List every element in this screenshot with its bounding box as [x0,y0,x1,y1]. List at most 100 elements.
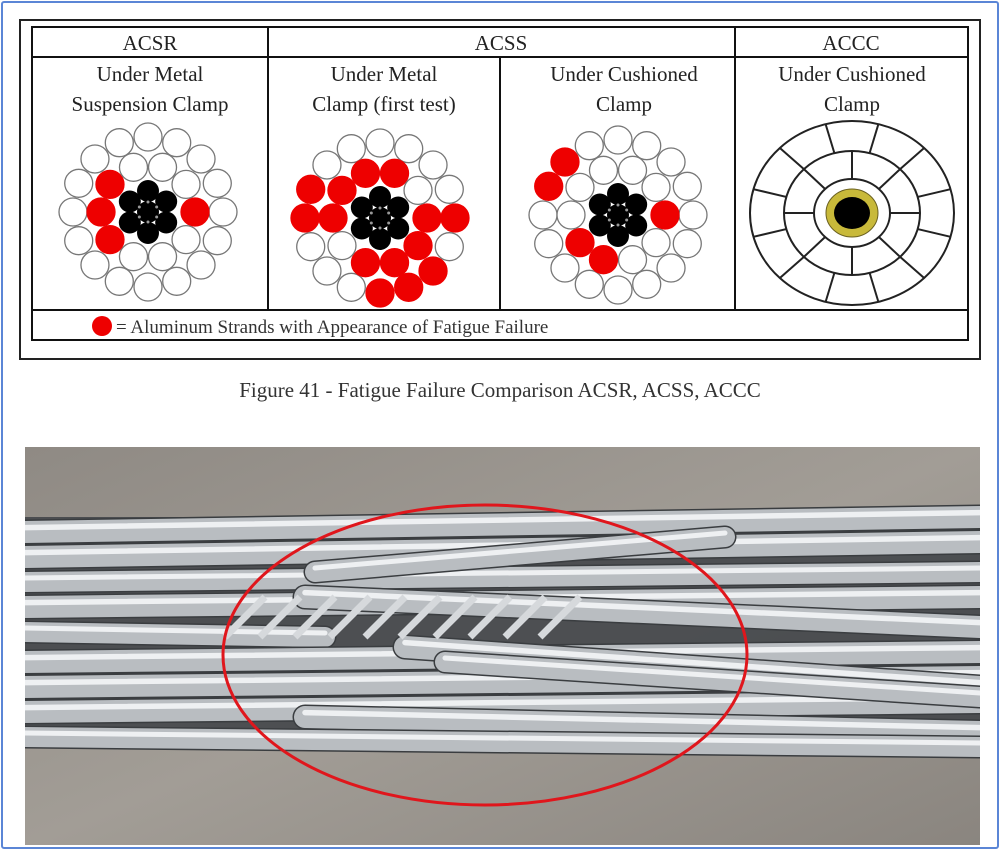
inner-helical-strand [432,594,478,640]
aluminum-strand [617,245,648,275]
inner-helical-strand [537,594,583,640]
steel-core-strand [607,225,629,247]
aluminum-strand [336,272,366,302]
aluminum-strand [312,150,342,180]
panel-acss-metal-title-1: Under Metal [331,62,438,86]
core-gap-dot [137,205,141,209]
trapezoidal-strand-divider [868,123,880,154]
failed-aluminum-strand [318,203,348,233]
aluminum-strand [64,168,94,198]
core-gap-dot [155,205,159,209]
aluminum-strand [678,200,708,230]
trapezoidal-strand-divider [779,147,805,170]
aluminum-strand [118,152,149,182]
aluminum-strand [556,200,586,230]
aluminum-strand [186,250,216,280]
steel-core-strand [137,201,159,223]
aluminum-strand [588,155,619,185]
inner-helical-strand [257,594,303,640]
steel-core-strand [350,217,373,240]
failed-aluminum-strand [418,256,448,286]
header-accc: ACCC [822,31,879,55]
failed-aluminum-strand [412,203,442,233]
panel-acss-metal-title-2: Clamp (first test) [312,92,455,116]
trapezoidal-strand-divider [868,272,880,303]
failed-aluminum-strand [180,197,210,227]
aluminum-strand-rod [25,691,980,723]
aluminum-strand [403,175,433,206]
failed-aluminum-strand [350,158,381,188]
steel-core-strand [369,207,391,229]
trapezoidal-strand-divider [824,123,836,154]
inner-helical-strand [292,594,338,640]
aluminum-strand [147,242,178,272]
conductor-cross-section [528,125,708,305]
steel-core-strand [155,190,178,213]
aluminum-strand [574,269,604,299]
aluminum-strand [162,266,192,296]
failed-aluminum-strand [650,200,680,230]
aluminum-strand [603,125,633,155]
steel-core-strand [387,217,410,240]
aluminum-strand [632,269,662,299]
failed-aluminum-strand [296,174,326,204]
aluminum-strand [327,230,357,261]
table-grid [31,26,969,341]
aluminum-strand-rod [25,562,980,592]
steel-core-strand [137,180,159,202]
aluminum-strand [365,128,395,158]
carbon-core [834,197,870,229]
aluminum-strand [171,169,201,200]
steel-core-strand [350,196,373,219]
panel-acss-cushion-title-1: Under Cushioned [550,62,698,86]
trapezoidal-strand-divider [803,168,826,190]
trapezoidal-strand-divider [824,272,836,303]
core-gap-dot [146,200,150,204]
core-gap-dot [387,211,391,215]
trapezoidal-strand-divider [753,228,787,238]
aluminum-strand [80,144,110,174]
aluminum-strand [632,131,662,161]
core-gap-dot [369,211,373,215]
aluminum-strand [617,155,648,185]
legend-red-dot-icon [92,316,112,336]
aluminum-strand [80,250,110,280]
failed-aluminum-strand [534,171,564,201]
failure-area-circle [221,503,749,807]
core-gap-dot [146,220,150,224]
aluminum-strand [133,122,163,152]
core-gap-dot [378,226,382,230]
aluminum-strand [312,256,342,286]
fatigue-comparison-diagram: ACSR ACSS ACCC Under Metal Suspension Cl… [31,26,969,341]
header-acsr: ACSR [123,31,178,55]
aluminum-strand-rod [294,586,980,638]
core-gap-dot [155,215,159,219]
failed-aluminum-strand [440,203,470,233]
aluminum-strand [672,171,702,201]
steel-core-strand [118,211,141,234]
aluminum-strand [565,172,595,203]
aluminum-strand [296,232,326,262]
failed-aluminum-strand [565,227,595,258]
strand-highlight [25,694,980,711]
strand-highlight [25,625,328,636]
strand-highlight [312,530,728,571]
aluminum-strand [434,232,464,262]
conductor-strands [25,504,980,759]
aluminum-strand-rod [25,622,335,647]
steel-core-strand [607,183,629,205]
aluminum-strand-rod [25,727,980,757]
steel-core-strand [588,214,611,237]
aluminum-strand [656,253,686,283]
aluminum-strand [208,197,238,227]
steel-core-strand [118,190,141,213]
aluminum-strand [672,229,702,259]
core-gap-dot [369,221,373,225]
failed-aluminum-strand [394,272,424,302]
figure-caption: Figure 41 - Fatigue Failure Comparison A… [239,378,761,402]
trapezoidal-strand-divider [779,256,805,279]
trapezoidal-strand-divider [878,168,901,190]
panel-acsr-title-1: Under Metal [97,62,204,86]
strand-highlight [25,565,980,581]
steel-core-strand [137,222,159,244]
